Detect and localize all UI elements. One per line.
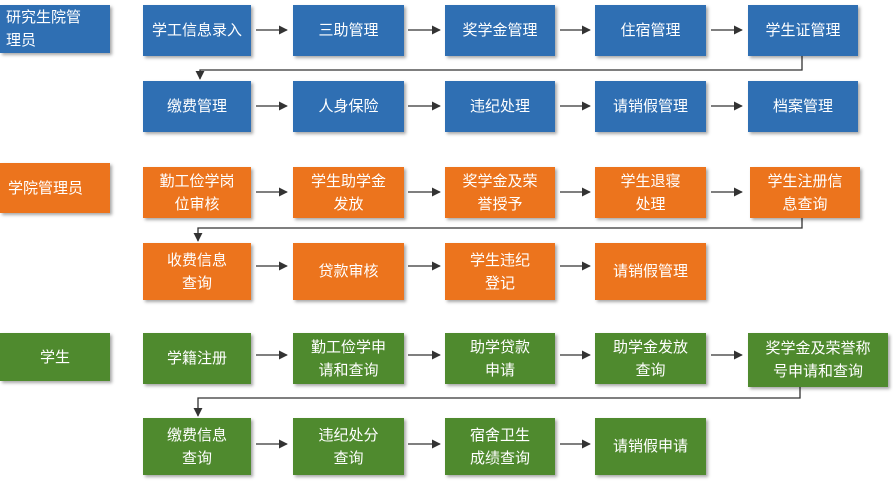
node-enrollment: 学籍注册 xyxy=(143,333,251,384)
node-scholarship-apply: 奖学金及荣誉称 号申请和查询 xyxy=(748,333,888,387)
node-workstudy-review: 勤工俭学岗 位审核 xyxy=(143,167,251,218)
node-loan-apply: 助学贷款 申请 xyxy=(445,333,555,384)
node-fee-info-query: 收费信息 查询 xyxy=(143,243,251,300)
role-label-student: 学生 xyxy=(0,333,110,381)
role-label-grad-admin: 研究生院管 理员 xyxy=(0,5,110,53)
node-fee-mgmt: 缴费管理 xyxy=(143,81,251,132)
node-leave-apply: 请销假申请 xyxy=(595,418,706,475)
node-student-id-mgmt: 学生证管理 xyxy=(748,5,858,56)
node-scholarship-award: 奖学金及荣 誉授予 xyxy=(445,167,555,218)
node-three-assistants: 三助管理 xyxy=(293,5,404,56)
node-registration-query: 学生注册信 息查询 xyxy=(750,167,860,218)
node-leave-mgmt-admin: 请销假管理 xyxy=(595,81,706,132)
node-leave-mgmt-college: 请销假管理 xyxy=(595,243,706,300)
node-dorm-checkout: 学生退寝 处理 xyxy=(595,167,706,218)
node-fee-query-student: 缴费信息 查询 xyxy=(143,418,251,475)
node-student-info-entry: 学工信息录入 xyxy=(143,5,251,56)
node-loan-review: 贷款审核 xyxy=(293,243,404,300)
node-discipline-handling: 违纪处理 xyxy=(445,81,555,132)
node-scholarship-mgmt: 奖学金管理 xyxy=(445,5,555,56)
admin-wrap-arrow xyxy=(195,56,803,80)
node-dorm-hygiene-query: 宿舍卫生 成绩查询 xyxy=(445,418,555,475)
student-wrap-arrow xyxy=(193,387,801,417)
node-archive-mgmt: 档案管理 xyxy=(748,81,858,132)
college-wrap-arrow xyxy=(193,218,803,242)
node-discipline-register: 学生违纪 登记 xyxy=(445,243,555,300)
role-label-college-admin: 学院管理员 xyxy=(0,163,110,213)
node-grant-issue: 学生助学金 发放 xyxy=(293,167,404,218)
node-workstudy-apply: 勤工俭学申 请和查询 xyxy=(293,333,404,384)
node-discipline-query: 违纪处分 查询 xyxy=(293,418,404,475)
node-dorm-mgmt: 住宿管理 xyxy=(595,5,706,56)
node-insurance: 人身保险 xyxy=(293,81,404,132)
node-grant-query: 助学金发放 查询 xyxy=(595,333,706,384)
